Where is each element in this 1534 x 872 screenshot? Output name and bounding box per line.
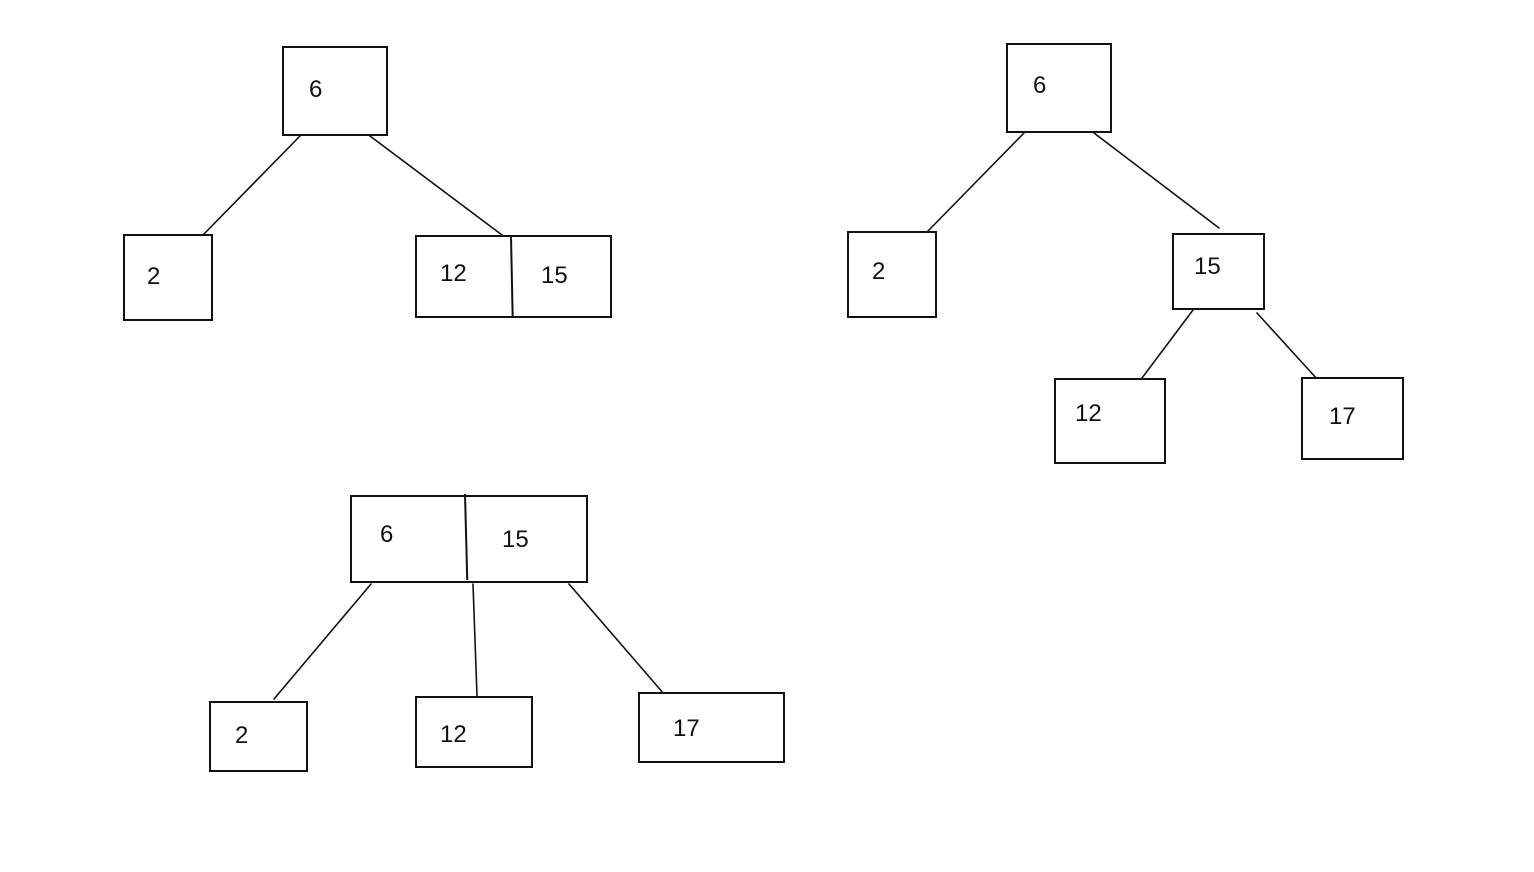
t1-root-node: 6 — [282, 46, 388, 136]
t2-root-node: 6 — [1006, 43, 1112, 133]
t2-mid-node: 15 — [1172, 233, 1265, 310]
t2-mid-left-leaf-key: 12 — [1075, 400, 1102, 427]
t1-right-leaf-node: 12 15 — [415, 235, 612, 318]
t1-right-leaf-divider — [510, 236, 514, 318]
t2-left-leaf-node: 2 — [847, 231, 937, 318]
t3-root-key-1: 6 — [380, 521, 394, 548]
t1-left-leaf-key: 2 — [147, 263, 161, 290]
t2-left-leaf-key: 2 — [872, 258, 886, 285]
t3-root-divider — [464, 493, 469, 580]
t3-right-leaf-node: 17 — [638, 692, 785, 763]
t2-mid-key: 15 — [1194, 253, 1221, 280]
edge-t1-root-to-right — [369, 135, 507, 239]
t3-middle-leaf-node: 12 — [415, 696, 533, 768]
edge-t2-root-to-left — [927, 132, 1025, 232]
t3-root-key-2: 15 — [502, 526, 529, 553]
t3-left-leaf-key: 2 — [235, 722, 249, 749]
t1-right-leaf-key-1: 12 — [440, 260, 467, 287]
t2-mid-right-leaf-key: 17 — [1329, 403, 1356, 430]
t3-right-leaf-key: 17 — [673, 715, 700, 742]
edge-t2-root-to-right — [1093, 132, 1220, 229]
edge-t2-mid-to-right — [1256, 312, 1319, 381]
edge-t3-root-to-left — [273, 583, 372, 700]
t2-mid-right-leaf-node: 17 — [1301, 377, 1404, 460]
t3-left-leaf-node: 2 — [209, 701, 308, 772]
t2-root-key: 6 — [1033, 72, 1047, 99]
t1-root-key: 6 — [309, 76, 323, 103]
t3-root-node: 6 15 — [350, 493, 588, 583]
t1-right-leaf-key-2: 15 — [541, 262, 568, 289]
t2-mid-left-leaf-node: 12 — [1054, 378, 1166, 464]
edge-t3-root-to-right — [568, 583, 665, 695]
t3-middle-leaf-key: 12 — [440, 721, 467, 748]
edge-t3-root-to-middle — [472, 583, 478, 697]
edge-t2-mid-to-left — [1141, 309, 1194, 379]
edge-t1-root-to-left — [202, 135, 301, 236]
t1-left-leaf-node: 2 — [123, 234, 213, 321]
